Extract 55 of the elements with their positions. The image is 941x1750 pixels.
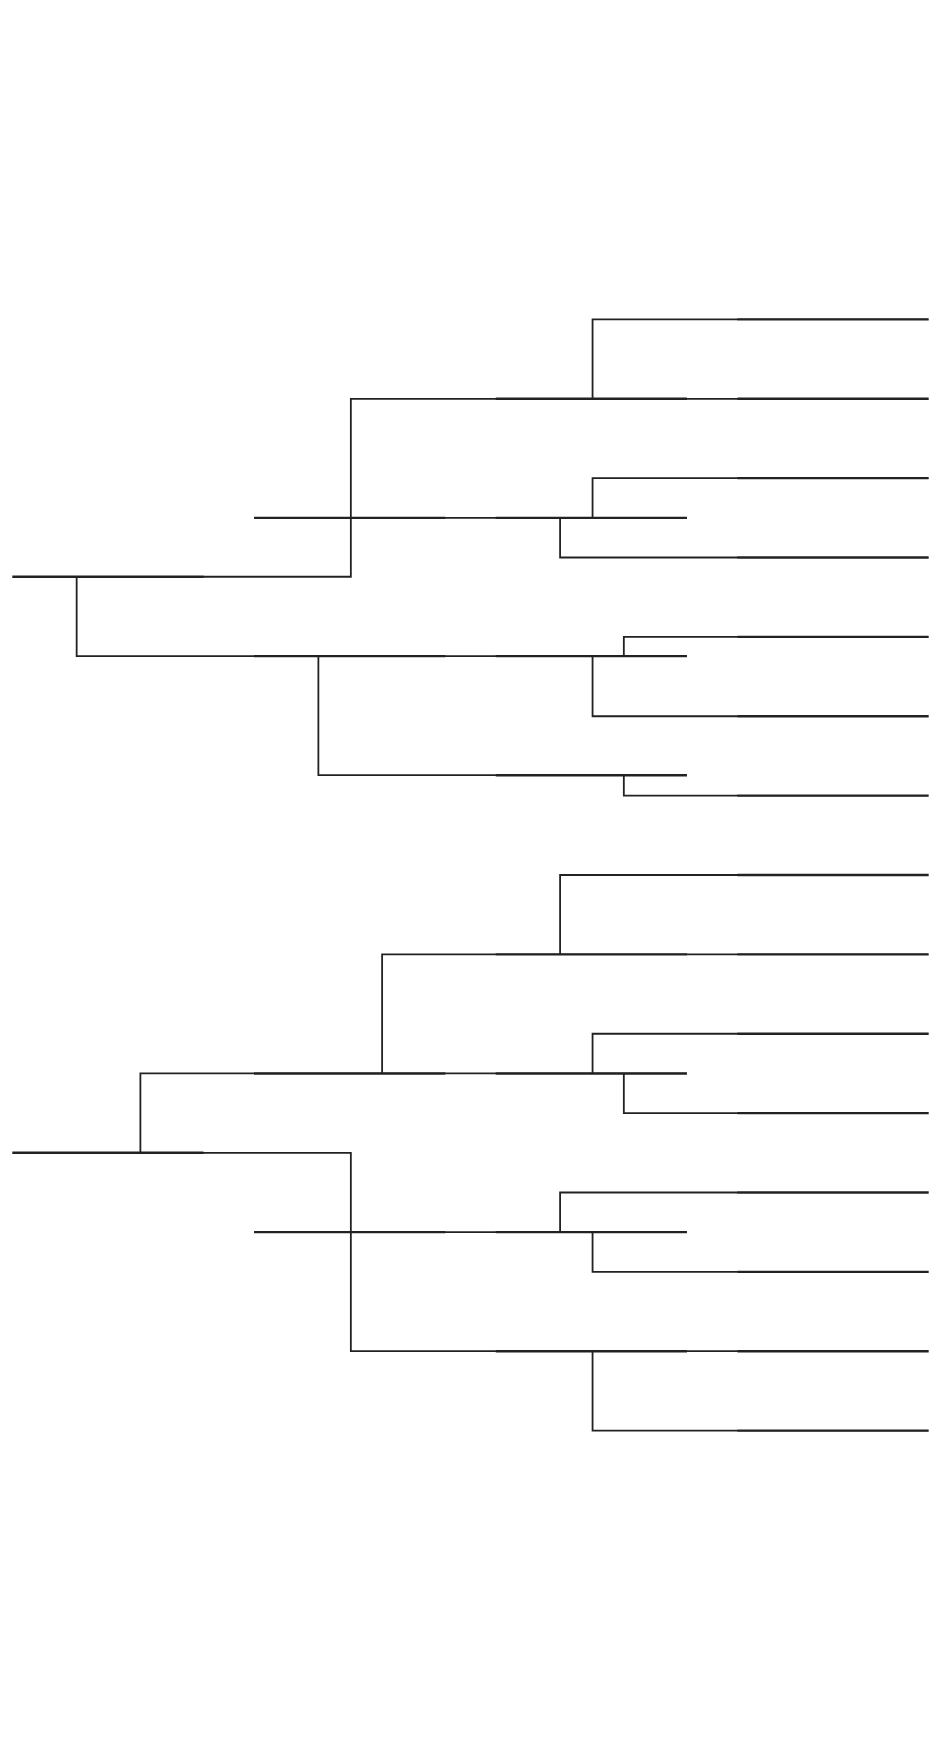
node-line <box>495 397 687 400</box>
connector <box>75 575 256 658</box>
node-line <box>495 953 687 956</box>
connector <box>685 1350 739 1353</box>
node-line <box>495 1230 687 1234</box>
node-line <box>737 715 929 718</box>
connector <box>685 397 739 400</box>
node-line <box>737 794 929 797</box>
connector <box>559 1191 739 1234</box>
node-line <box>12 1151 204 1154</box>
node-line <box>737 1032 929 1035</box>
node-line <box>254 1230 446 1234</box>
connector <box>443 516 498 519</box>
connector <box>622 636 739 658</box>
node-line <box>737 1350 929 1353</box>
connector <box>349 397 498 519</box>
connector <box>559 874 739 956</box>
node-line <box>254 654 446 658</box>
node-line <box>737 397 929 400</box>
node-line <box>495 774 687 777</box>
connector <box>559 516 739 559</box>
connector <box>202 516 352 578</box>
connector <box>317 655 498 777</box>
node-line <box>737 1270 929 1274</box>
node-line <box>254 1072 446 1075</box>
connector <box>381 953 498 1075</box>
connector <box>622 1072 739 1114</box>
node-line <box>737 556 929 559</box>
connector <box>591 655 739 718</box>
node-line <box>737 318 929 321</box>
connector <box>591 477 739 519</box>
node-line <box>495 1350 687 1353</box>
connector <box>591 1032 739 1075</box>
connector <box>685 953 739 956</box>
node-line <box>495 654 687 658</box>
node-line <box>737 1111 929 1115</box>
node-line <box>254 516 446 520</box>
node-line <box>737 635 929 639</box>
node-line <box>495 1072 687 1075</box>
connector <box>443 1231 498 1234</box>
connector <box>139 1072 256 1154</box>
connector <box>349 1231 498 1353</box>
connector <box>443 655 498 658</box>
node-line <box>737 953 929 956</box>
node-line <box>737 1429 929 1432</box>
node-line <box>737 1191 929 1194</box>
node-line <box>737 476 929 480</box>
connector <box>591 318 739 400</box>
node-line <box>737 873 929 877</box>
connector <box>202 1151 352 1234</box>
connector <box>443 1072 498 1075</box>
connector <box>591 1231 739 1273</box>
connector <box>591 1350 739 1432</box>
node-line <box>12 575 204 578</box>
node-line <box>495 516 687 520</box>
